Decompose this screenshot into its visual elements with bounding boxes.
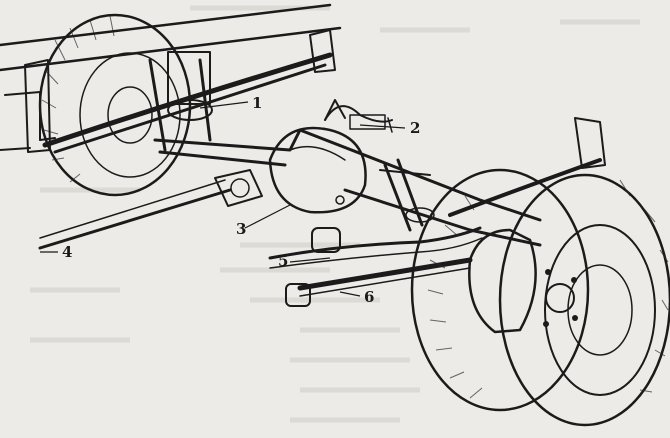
propeller-shaft xyxy=(38,169,263,250)
rear-right-dual-wheels xyxy=(410,168,670,427)
callout-1: 1 xyxy=(252,94,262,112)
callout-4: 4 xyxy=(62,243,72,261)
axle-housing xyxy=(153,128,542,247)
callout-labels: 1 2 3 4 5 6 xyxy=(62,94,420,306)
stabilizer-bushing xyxy=(311,227,341,253)
leader-lines xyxy=(40,101,406,297)
torque-rod xyxy=(285,257,473,307)
shock-absorber xyxy=(379,158,435,232)
callout-6: 6 xyxy=(364,288,374,306)
callout-2: 2 xyxy=(410,119,420,137)
leaf-spring-right xyxy=(448,117,606,217)
bleed-through-text xyxy=(30,5,640,423)
callout-3: 3 xyxy=(236,220,246,238)
stabilizer-bar xyxy=(268,226,483,269)
brake-hose xyxy=(324,105,393,133)
callout-5: 5 xyxy=(278,252,288,270)
differential-carrier xyxy=(268,99,367,214)
frame-rails xyxy=(0,3,342,151)
spring-mount xyxy=(148,51,213,152)
